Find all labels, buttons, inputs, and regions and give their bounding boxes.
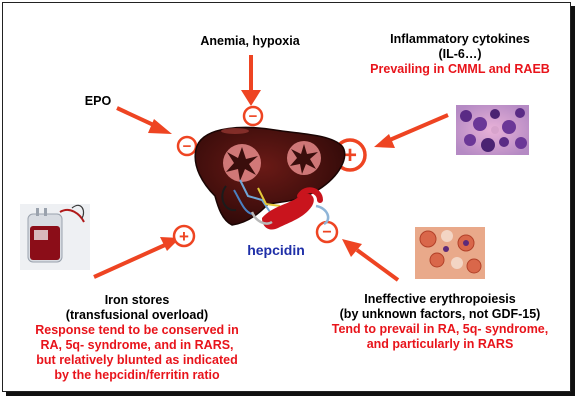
blood-smear-cmml-image bbox=[456, 105, 529, 155]
iron-note-line: but relatively blunted as indicated bbox=[36, 353, 238, 367]
iron-stores-block: Iron stores (transfusional overload) Res… bbox=[18, 293, 256, 383]
minus-sign-epo-icon: − bbox=[176, 135, 198, 157]
ineffective-subtitle: (by unknown factors, not GDF-15) bbox=[339, 307, 541, 321]
ineffective-note-line: Tend to prevail in RA, 5q- syndrome, bbox=[331, 322, 549, 336]
minus-sign-anemia-icon: − bbox=[242, 105, 264, 127]
iron-note-line: Response tend to be conserved in bbox=[35, 323, 239, 337]
inflammatory-subtitle: (IL-6…) bbox=[438, 47, 482, 61]
svg-text:−: − bbox=[322, 224, 331, 241]
svg-text:−: − bbox=[249, 108, 258, 125]
svg-text:+: + bbox=[179, 227, 189, 246]
arrow-iron bbox=[93, 237, 180, 279]
arrow-inflammatory bbox=[374, 113, 449, 148]
inflammatory-note: Prevailing in CMML and RAEB bbox=[370, 62, 550, 76]
anemia-hypoxia-label: Anemia, hypoxia bbox=[200, 34, 300, 48]
arrow-epo bbox=[116, 106, 172, 134]
iron-subtitle: (transfusional overload) bbox=[65, 308, 209, 322]
liver-lobule-right bbox=[287, 141, 321, 175]
iron-title: Iron stores bbox=[104, 293, 170, 307]
iron-note-line: RA, 5q- syndrome, and in RARS, bbox=[40, 338, 234, 352]
plus-sign-iron-icon: + bbox=[172, 224, 196, 248]
liver-lobule-left bbox=[223, 144, 261, 182]
ineffective-erythropoiesis-block: Ineffective erythropoiesis (by unknown f… bbox=[318, 292, 562, 352]
svg-text:−: − bbox=[183, 138, 192, 155]
liver-illustration bbox=[194, 126, 346, 230]
iron-note-line: by the hepcidin/ferritin ratio bbox=[54, 368, 220, 382]
ineffective-note-line: and particularly in RARS bbox=[366, 337, 514, 351]
ineffective-title: Ineffective erythropoiesis bbox=[364, 292, 516, 306]
epo-label: EPO bbox=[84, 94, 112, 108]
blood-bag-image bbox=[20, 204, 90, 270]
bone-marrow-rars-image bbox=[415, 227, 485, 279]
arrow-ineffective bbox=[342, 239, 400, 282]
inflammatory-cytokines-block: Inflammatory cytokines (IL-6…) Prevailin… bbox=[355, 32, 565, 77]
minus-sign-ineffective-icon: − bbox=[315, 220, 339, 244]
svg-text:+: + bbox=[343, 142, 357, 169]
hepcidin-label: hepcidin bbox=[247, 242, 305, 258]
arrow-anemia bbox=[241, 55, 261, 106]
inflammatory-title: Inflammatory cytokines bbox=[390, 32, 530, 46]
